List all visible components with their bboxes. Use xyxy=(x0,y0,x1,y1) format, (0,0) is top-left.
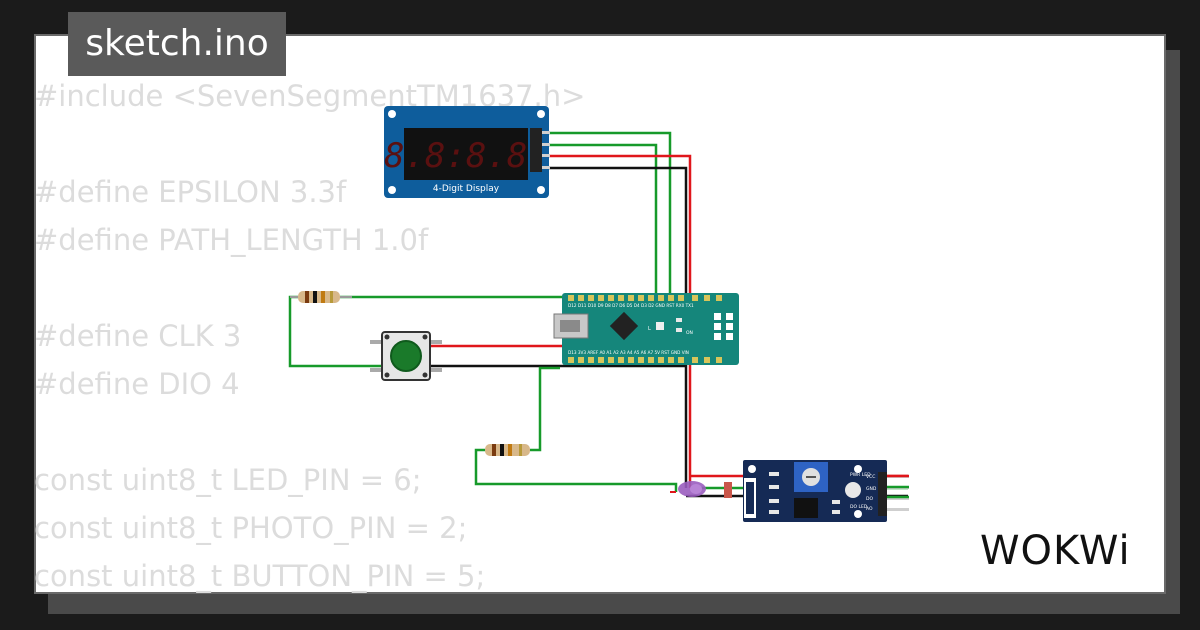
resistor-band xyxy=(508,444,512,456)
button-corner xyxy=(422,372,428,378)
resistor-band xyxy=(519,444,522,456)
sensor-led xyxy=(845,482,861,498)
display-digits: 8.8:8.8. xyxy=(384,136,548,176)
display-label: 4-Digit Display xyxy=(433,184,500,194)
code-line: #define CLK 3 xyxy=(34,319,242,353)
button-leg xyxy=(370,340,382,344)
display-pin xyxy=(542,143,550,146)
sensor-pin xyxy=(887,508,909,511)
display-screen xyxy=(404,128,528,180)
wokwi-logo: WOKWi xyxy=(980,528,1131,574)
usb-port xyxy=(560,320,580,332)
wire-resistor1-button[interactable] xyxy=(288,295,382,368)
wire-gnd-display[interactable] xyxy=(542,166,688,488)
nano-top-pins xyxy=(568,295,722,301)
mount-hole xyxy=(388,110,396,118)
resistor-band xyxy=(492,444,496,456)
sensor-smd-parts xyxy=(769,472,840,514)
pwr-led-label: PWR LED xyxy=(850,472,871,478)
mount-hole xyxy=(854,510,862,518)
resistor-band xyxy=(330,291,333,303)
resistor-body xyxy=(298,291,340,303)
resistor-band xyxy=(313,291,317,303)
code-line: const uint8_t BUTTON_PIN = 5; xyxy=(34,559,486,593)
sensor-wire-ends xyxy=(887,474,909,499)
code-line: #define DIO 4 xyxy=(34,367,240,401)
wire-dio[interactable] xyxy=(542,143,658,296)
button-cap[interactable] xyxy=(390,340,422,372)
code-line: const uint8_t PHOTO_PIN = 2; xyxy=(34,511,468,545)
nano-bottom-pin-labels: D13 3V3 AREF A0 A1 A2 A3 A4 A5 A6 A7 5V … xyxy=(568,350,689,355)
pin-label-do: DO xyxy=(866,496,873,502)
resistor-2[interactable] xyxy=(485,444,530,456)
comparator-chip xyxy=(794,498,818,518)
display-pin xyxy=(542,166,550,169)
mount-hole xyxy=(537,110,545,118)
nano-board xyxy=(562,293,739,365)
power-label: ON xyxy=(686,330,693,336)
button-leg xyxy=(430,340,442,344)
photodiode[interactable] xyxy=(670,481,732,498)
sensor-header xyxy=(878,472,887,516)
pin-label-gnd: GND xyxy=(866,486,877,492)
mount-hole xyxy=(388,186,396,194)
button-corner xyxy=(384,334,390,340)
file-title-badge: sketch.ino xyxy=(68,12,286,76)
resistor-band xyxy=(321,291,325,303)
code-line: const uint8_t LED_PIN = 6; xyxy=(34,463,422,497)
wire-resistor2-d6[interactable] xyxy=(530,366,560,452)
photosensor-slot xyxy=(746,482,754,514)
four-digit-display[interactable]: 8.8:8.8. 4-Digit Display xyxy=(384,106,550,198)
display-pin xyxy=(542,154,550,157)
resistor-band xyxy=(305,291,309,303)
nano-top-pin-labels: D12 D11 D10 D9 D8 D7 D6 D5 D4 D3 D2 GND … xyxy=(568,303,694,308)
mount-hole xyxy=(854,465,862,473)
push-button[interactable] xyxy=(370,331,442,381)
photodiode-lens xyxy=(690,484,702,494)
reset-button[interactable] xyxy=(656,322,664,330)
pin-label-ao: AO xyxy=(866,506,873,512)
button-corner xyxy=(422,334,428,340)
resistor-body xyxy=(485,444,530,456)
sensor-resistor xyxy=(724,482,732,498)
wire-clk[interactable] xyxy=(542,131,672,296)
pin-label-vcc: VCC xyxy=(866,474,875,480)
sensor-pin xyxy=(887,497,909,500)
icsp-header xyxy=(714,313,733,340)
light-sensor-module[interactable]: PWR LED DO LED VCC GND DO AO xyxy=(743,460,909,522)
code-line: #define PATH_LENGTH 1.0f xyxy=(34,223,429,257)
code-line: #define EPSILON 3.3f xyxy=(34,175,347,209)
code-background: #include <SevenSegmentTM1637.h>#define E… xyxy=(34,72,585,600)
microcontroller-chip xyxy=(609,311,639,341)
do-led-label: DO LED xyxy=(850,504,868,510)
display-pin xyxy=(542,131,550,134)
mount-hole xyxy=(537,186,545,194)
button-leg xyxy=(370,368,382,372)
button-corner xyxy=(384,372,390,378)
card-shadow-strip xyxy=(48,594,1180,614)
builtin-led xyxy=(676,318,682,322)
button-leg xyxy=(430,368,442,372)
resistor-band xyxy=(500,444,504,456)
mount-hole xyxy=(748,465,756,473)
display-header xyxy=(530,128,542,172)
wire-vcc-display[interactable] xyxy=(542,154,692,488)
builtin-led-label: L xyxy=(648,326,651,332)
wire-resistor2-led[interactable] xyxy=(474,448,678,492)
power-led xyxy=(676,328,682,332)
nano-bottom-pins xyxy=(568,357,722,363)
resistor-1[interactable] xyxy=(290,291,352,303)
arduino-nano[interactable]: D12 D11 D10 D9 D8 D7 D6 D5 D4 D3 D2 GND … xyxy=(553,293,739,365)
